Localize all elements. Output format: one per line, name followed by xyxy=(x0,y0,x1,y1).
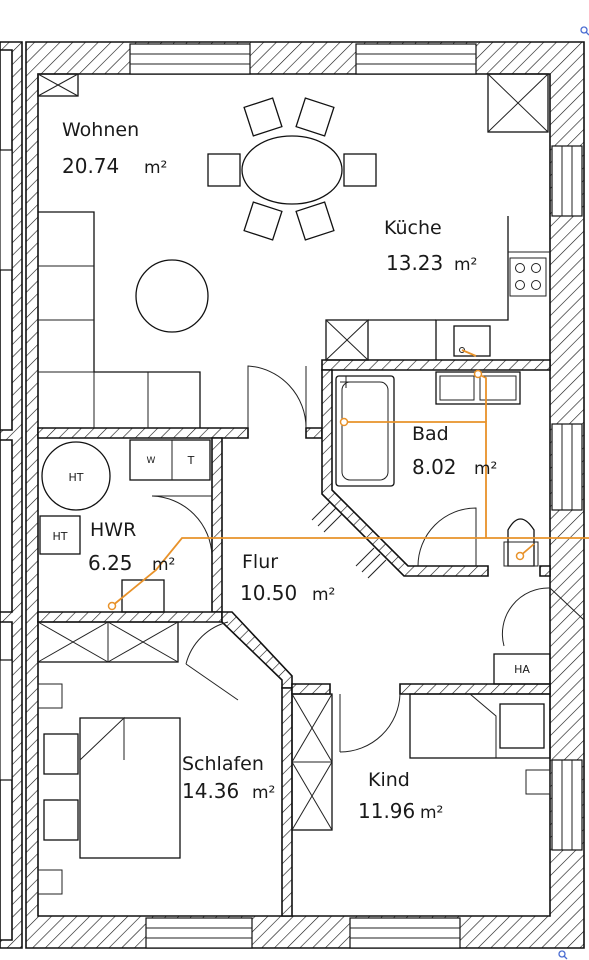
wall-living-south-2 xyxy=(305,427,323,439)
room-flur: Flur 10.50 m² xyxy=(240,551,335,605)
room-area-kind: 11.96 xyxy=(358,799,415,823)
room-unit-hwr: m² xyxy=(152,555,175,575)
room-hwr: HWR 6.25 m² xyxy=(88,519,175,575)
heater-round-label: HT xyxy=(69,471,84,484)
wall-kind-north xyxy=(291,683,331,695)
room-kind: Kind 11.96 m² xyxy=(358,769,443,823)
heater-box-label: HT xyxy=(53,530,68,543)
room-labels: Wohnen 20.74 m² Küche 13.23 m² Bad 8.02 … xyxy=(62,119,497,823)
room-area-schlafen: 14.36 xyxy=(182,779,239,803)
dryer-label: T xyxy=(187,454,195,467)
room-wohnen: Wohnen 20.74 m² xyxy=(62,119,167,178)
room-area-hwr: 6.25 xyxy=(88,551,133,575)
room-name-kueche: Küche xyxy=(384,217,442,239)
house-connection-label: HA xyxy=(514,663,530,676)
room-area-wohnen: 20.74 xyxy=(62,154,119,178)
wall-bath-south xyxy=(539,565,551,577)
floor-marks xyxy=(311,501,387,579)
room-schlafen: Schlafen 14.36 m² xyxy=(182,753,275,803)
wall-hwr-south xyxy=(37,611,223,623)
room-unit-schlafen: m² xyxy=(252,783,275,803)
room-name-hwr: HWR xyxy=(90,519,136,541)
room-unit-flur: m² xyxy=(312,585,335,605)
room-name-wohnen: Wohnen xyxy=(62,119,139,141)
room-name-flur: Flur xyxy=(242,551,278,573)
doors xyxy=(151,365,585,753)
washer-label: W xyxy=(147,456,156,466)
room-name-schlafen: Schlafen xyxy=(182,753,264,775)
room-name-kind: Kind xyxy=(368,769,410,791)
wall-kitchen-bath xyxy=(321,359,551,371)
wall-living-south xyxy=(37,427,249,439)
room-area-flur: 10.50 xyxy=(240,581,297,605)
wall-bath-west xyxy=(321,369,489,577)
room-bad: Bad 8.02 m² xyxy=(412,423,497,479)
room-unit-kind: m² xyxy=(420,803,443,823)
room-area-kueche: 13.23 xyxy=(386,251,443,275)
wall-neighbour-left xyxy=(0,41,23,949)
furniture xyxy=(37,73,551,895)
pipe-network xyxy=(107,349,589,611)
wall-bedroom-kind xyxy=(281,687,293,917)
room-area-bad: 8.02 xyxy=(412,455,457,479)
wall-hwr-east xyxy=(211,437,223,613)
windows xyxy=(0,43,583,949)
corner-markers xyxy=(558,26,589,960)
walls xyxy=(0,41,585,949)
room-unit-bad: m² xyxy=(474,459,497,479)
room-kueche: Küche 13.23 m² xyxy=(384,217,477,275)
fixture-labels: HT HT W T HA xyxy=(53,454,531,676)
room-unit-kueche: m² xyxy=(454,255,477,275)
room-name-bad: Bad xyxy=(412,423,449,445)
wall-bedroom-north xyxy=(221,611,293,689)
wall-kind-north-2 xyxy=(399,683,551,695)
room-unit-wohnen: m² xyxy=(144,158,167,178)
